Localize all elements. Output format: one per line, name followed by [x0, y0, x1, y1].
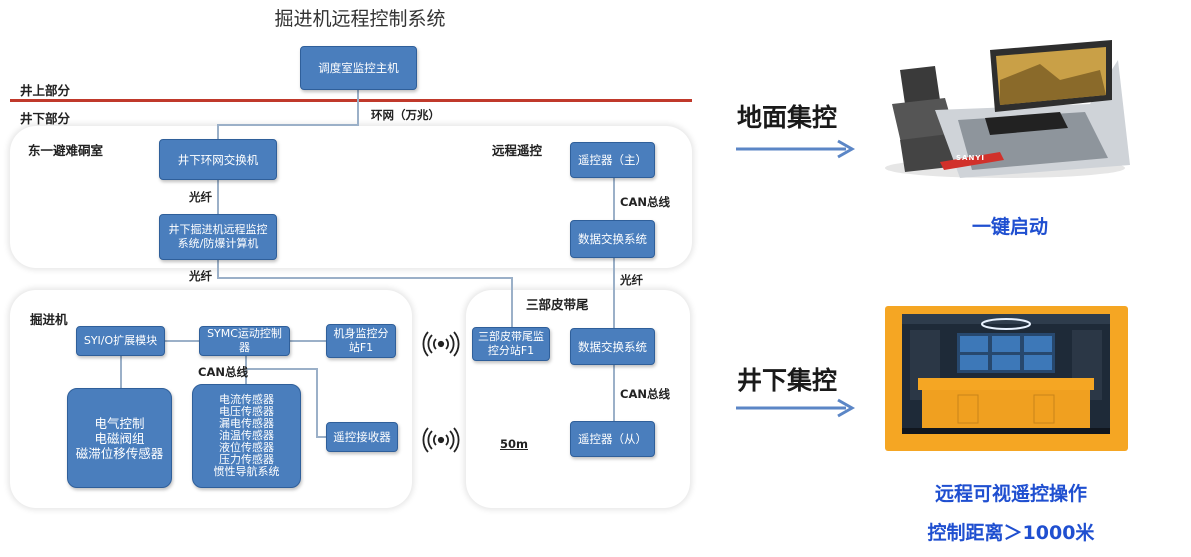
underground-console-image: [885, 306, 1128, 451]
node-body-station: 机身监控分站F1: [326, 324, 396, 358]
node-data-switch-bottom: 数据交换系统: [570, 328, 655, 365]
node-electric-group: 电气控制 电磁阀组 磁滞位移传感器: [67, 388, 172, 488]
zone-label-roadheader: 掘进机: [30, 312, 68, 327]
link-switch-to-computer: [217, 180, 219, 214]
surface-console-image: [885, 40, 1130, 178]
link-data-switch-remote-slave: [613, 365, 615, 421]
arrow-right-icon: [736, 139, 856, 159]
link-can-horizontal: [245, 368, 317, 370]
link-label-can-2: CAN总线: [198, 365, 248, 379]
link-data-switch-fiber: [613, 258, 615, 328]
zone-label-remote-control: 远程遥控: [492, 143, 543, 158]
link-symc-body: [290, 340, 326, 342]
link-label-fiber-1: 光纤: [189, 190, 212, 204]
node-io-module: SYI/O扩展模块: [76, 326, 165, 356]
link-label-can-3: CAN总线: [620, 387, 670, 401]
link-can-down: [316, 368, 318, 436]
zone-label-belt-tail: 三部皮带尾: [526, 297, 589, 312]
node-data-switch-top: 数据交换系统: [570, 220, 655, 258]
link-label-fiber-2: 光纤: [189, 269, 212, 283]
node-symc-controller: SYMC运动控制器: [199, 326, 290, 356]
link-io-symc: [165, 340, 199, 342]
link-label-fiber-3: 光纤: [620, 273, 643, 287]
link-computer-down: [217, 260, 219, 278]
link-fiber-horizontal: [217, 277, 512, 279]
level-below-label: 井下部分: [20, 111, 71, 126]
node-belt-station: 三部皮带尾监控分站F1: [472, 327, 550, 361]
link-label-distance: 50m: [500, 437, 528, 451]
link-remote-master-can: [613, 178, 615, 220]
node-remote-slave: 遥控器（从）: [570, 421, 655, 457]
link-symc-sensors: [245, 356, 247, 384]
zone-label-east-shelter: 东一避难硐室: [28, 143, 104, 158]
link-fiber-to-belt-station: [511, 277, 513, 327]
node-sensor-group: 电流传感器 电压传感器 漏电传感器 油温传感器 液位传感器 压力传感器 惯性导航…: [192, 384, 301, 488]
underground-control-caption-1: 远程可视遥控操作: [934, 483, 1087, 505]
surface-divider-line: [10, 99, 692, 102]
diagram-title: 掘进机远程控制系统: [274, 8, 446, 30]
node-ring-switch: 井下环网交换机: [159, 139, 277, 180]
brand-logo-text: SANYI: [956, 154, 985, 162]
link-ringnet-horizontal: [217, 124, 359, 126]
link-dispatch-down: [357, 90, 359, 124]
underground-control-caption-2: 控制距离＞1000米: [927, 522, 1095, 544]
node-remote-master: 遥控器（主）: [570, 142, 655, 178]
arrow-right-icon: [736, 398, 856, 418]
link-label-can-1: CAN总线: [620, 195, 670, 209]
level-above-label: 井上部分: [20, 83, 71, 98]
zone-belt-tail: [466, 290, 690, 508]
link-label-ring-net: 环网（万兆）: [371, 108, 440, 122]
link-io-electric: [120, 356, 122, 388]
link-ringnet-to-switch: [217, 124, 219, 139]
node-dispatch-host: 调度室监控主机: [300, 46, 417, 90]
surface-control-caption: 一键启动: [971, 216, 1048, 238]
link-can-to-receiver: [316, 436, 326, 438]
node-remote-receiver: 遥控接收器: [326, 422, 398, 452]
underground-control-label: 井下集控: [737, 366, 838, 395]
node-monitor-computer: 井下掘进机远程监控系统/防爆计算机: [159, 214, 277, 260]
surface-control-label: 地面集控: [737, 103, 838, 132]
wireless-signal-icon: [422, 427, 460, 453]
wireless-signal-icon: [422, 331, 460, 357]
